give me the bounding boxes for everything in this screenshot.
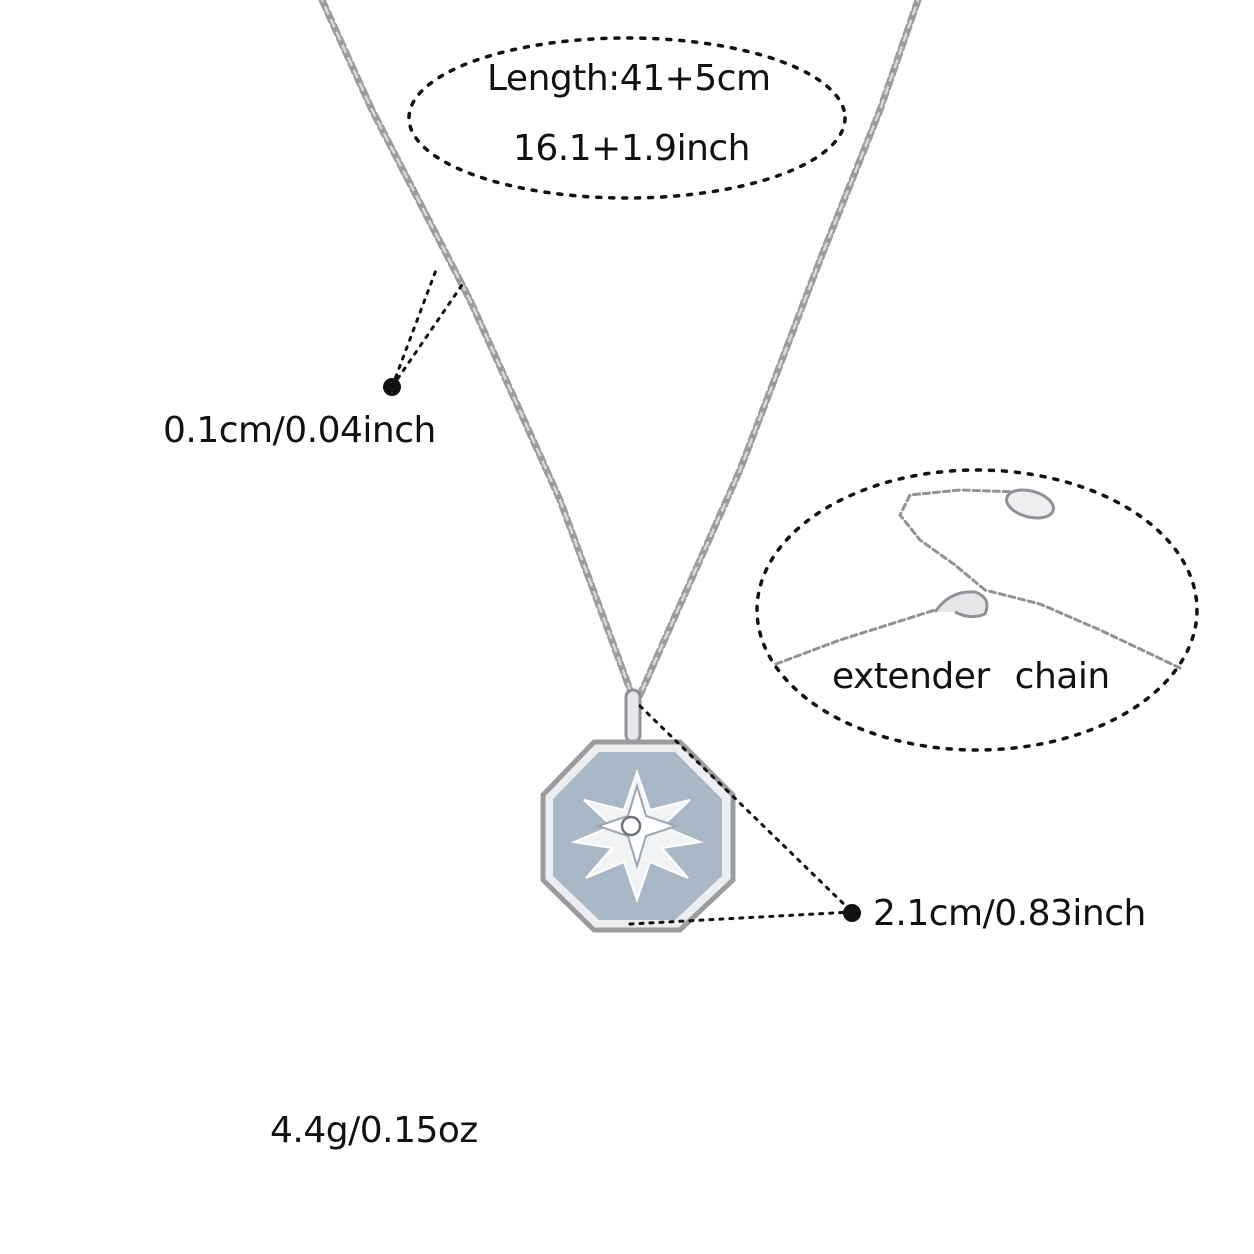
pendant	[540, 739, 736, 933]
chain-left-strand	[318, 0, 636, 699]
extender-chain-label: extender chain	[832, 656, 1110, 697]
extender-chain	[774, 488, 1182, 670]
chain-width-label: 0.1cm/0.04inch	[163, 410, 436, 451]
weight-label: 4.4g/0.15oz	[270, 1110, 478, 1151]
pendant-size-label: 2.1cm/0.83inch	[873, 893, 1146, 934]
chain-width-dot	[383, 378, 401, 396]
lobster-clasp	[933, 590, 989, 619]
crystal-stone	[620, 815, 642, 837]
extender-tag	[1005, 488, 1055, 520]
pendant-size-dot	[843, 904, 861, 922]
length-inch-label: 16.1+1.9inch	[513, 128, 751, 169]
length-callout-ellipse	[407, 36, 847, 200]
length-cm-label: Length:41+5cm	[487, 58, 771, 99]
chain-width-pointer	[390, 268, 464, 389]
pendant-size-pointer	[628, 704, 854, 926]
chain-right-strand	[636, 0, 922, 699]
pendant-bail	[624, 688, 642, 744]
extender-callout-ellipse	[755, 468, 1199, 752]
